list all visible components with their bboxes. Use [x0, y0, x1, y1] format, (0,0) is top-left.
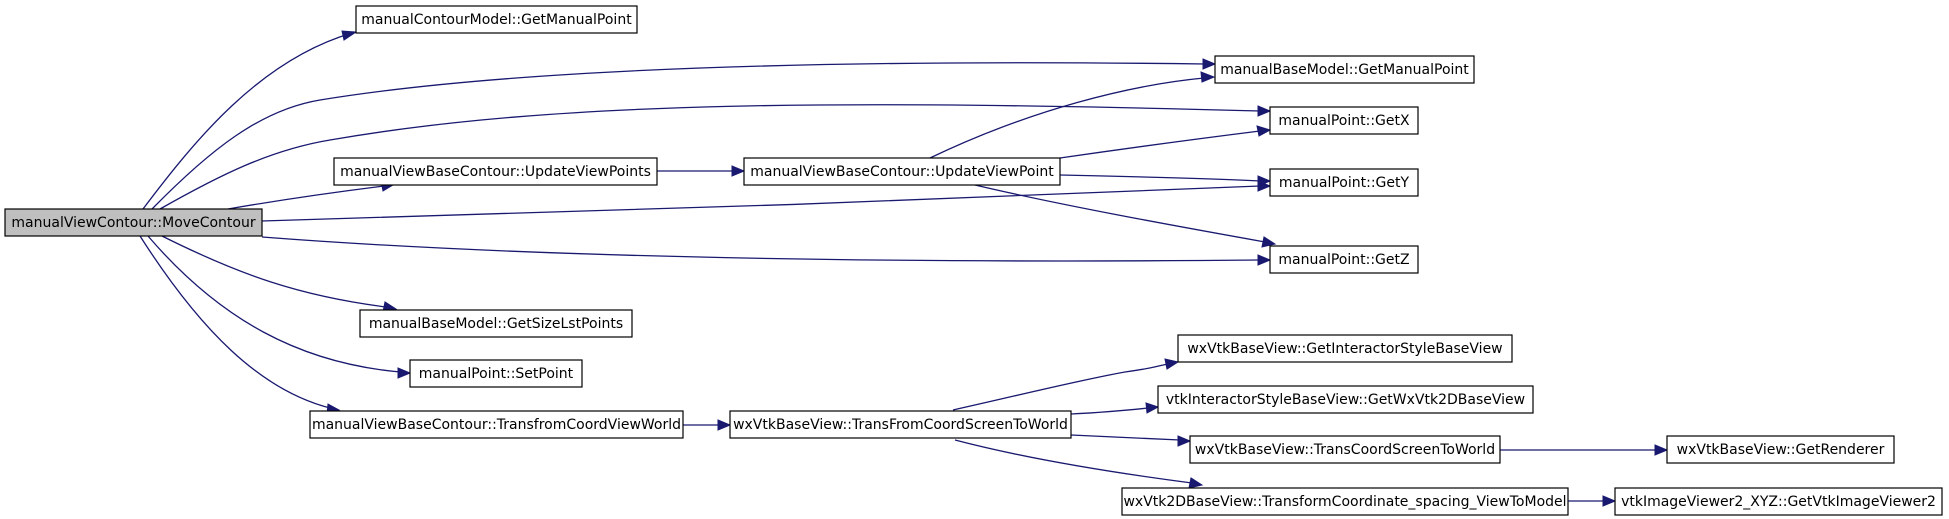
node-manualpoint-getx[interactable]: manualPoint::GetX [1269, 106, 1419, 135]
edge-movecontour-getsizelstpoints [161, 235, 387, 308]
node-label: wxVtkBaseView::GetInteractorStyleBaseVie… [1187, 341, 1502, 357]
node-label: manualPoint::SetPoint [419, 366, 574, 382]
edge-transfromcoordscreentoworld-transcoordscreentoworld [1070, 434, 1181, 441]
node-label: manualPoint::GetY [1279, 175, 1410, 191]
node-label: wxVtkBaseView::TransCoordScreenToWorld [1195, 442, 1495, 458]
node-vtkimageviewer2-xyz-getvtkimageviewer2[interactable]: vtkImageViewer2_XYZ::GetVtkImageViewer2 [1614, 487, 1943, 516]
edge-transfromcoordscreentoworld-getinteractorstylebaseview-arrowhead [1164, 358, 1180, 370]
edge-updateviewpoint-basegetmanualpoint-arrowhead [1200, 71, 1216, 83]
node-manualbasemodel-getsizelstpoints[interactable]: manualBaseModel::GetSizeLstPoints [359, 309, 633, 338]
edge-updateviewpoint-gety [1059, 174, 1261, 182]
node-wxvtk2dbaseview-transformcoordinate-spacing-viewtomodel[interactable]: wxVtk2DBaseView::TransformCoordinate_spa… [1121, 487, 1569, 516]
edge-movecontour-getx [159, 104, 1261, 210]
node-manualpoint-setpoint[interactable]: manualPoint::SetPoint [409, 359, 583, 388]
node-manualpoint-getz[interactable]: manualPoint::GetZ [1269, 245, 1419, 274]
node-label: wxVtkBaseView::TransFromCoordScreenToWor… [733, 417, 1068, 433]
edge-transfromcoordscreentoworld-transformcoordinatespacing-arrowhead [1188, 477, 1204, 489]
edge-transformcoordinatespacing-getvtkimageviewer2-arrowhead [1602, 495, 1617, 507]
edge-transfromcoordscreentoworld-getinteractorstylebaseview [952, 363, 1169, 411]
edge-updateviewpoint-basegetmanualpoint [929, 77, 1205, 159]
edge-updateviewpoints-updateviewpoint-arrowhead [731, 165, 746, 177]
node-wxvtkbaseview-getinteractorstylebaseview[interactable]: wxVtkBaseView::GetInteractorStyleBaseVie… [1177, 334, 1513, 363]
edge-movecontour-setpoint [147, 235, 401, 373]
edge-movecontour-getx-arrowhead [1257, 105, 1272, 117]
node-wxvtkbaseview-transcoordscreentoworld[interactable]: wxVtkBaseView::TransCoordScreenToWorld [1189, 435, 1501, 464]
edge-updateviewpoint-getz-arrowhead [1261, 236, 1277, 248]
node-label: wxVtkBaseView::GetRenderer [1677, 442, 1885, 458]
edge-movecontour-getz [261, 236, 1261, 262]
node-label: manualViewBaseContour::TransfromCoordVie… [312, 417, 681, 433]
node-manualviewbasecontour-updateviewpoint[interactable]: manualViewBaseContour::UpdateViewPoint [743, 157, 1061, 186]
edge-transfromcoordviewworld-transfromcoordscreentoworld-arrowhead [717, 419, 732, 431]
node-label: manualPoint::GetX [1278, 113, 1410, 129]
node-label: manualViewContour::MoveContour [11, 215, 255, 231]
node-manualviewbasecontour-updateviewpoints[interactable]: manualViewBaseContour::UpdateViewPoints [333, 157, 658, 186]
node-manualpoint-gety[interactable]: manualPoint::GetY [1269, 168, 1419, 197]
node-manualcontourmodel-getmanualpoint[interactable]: manualContourModel::GetManualPoint [355, 5, 638, 34]
node-label: manualContourModel::GetManualPoint [361, 12, 632, 28]
node-manualviewcontour-movecontour[interactable]: manualViewContour::MoveContour [4, 208, 263, 237]
edge-movecontour-contourgetmanualpoint [142, 32, 353, 210]
edge-transcoordscreentoworld-getrenderer-arrowhead [1654, 444, 1669, 456]
edge-movecontour-basegetmanualpoint-arrowhead [1202, 58, 1217, 70]
edge-updateviewpoint-getz [974, 184, 1266, 243]
node-label: vtkImageViewer2_XYZ::GetVtkImageViewer2 [1621, 494, 1936, 510]
edge-movecontour-basegetmanualpoint [151, 62, 1206, 210]
edge-updateviewpoint-getx [1059, 130, 1261, 159]
node-label: manualViewBaseContour::UpdateViewPoint [750, 164, 1054, 180]
node-label: wxVtk2DBaseView::TransformCoordinate_spa… [1123, 494, 1566, 510]
node-label: manualBaseModel::GetManualPoint [1220, 62, 1469, 78]
node-label: manualViewBaseContour::UpdateViewPoints [340, 164, 651, 180]
edge-transfromcoordscreentoworld-transformcoordinatespacing [954, 439, 1193, 484]
edge-updateviewpoint-gety-arrowhead [1257, 175, 1272, 187]
edge-transfromcoordscreentoworld-getwxvtk2dbaseview [1070, 407, 1149, 415]
node-manualviewbasecontour-transfromcoordviewworld[interactable]: manualViewBaseContour::TransfromCoordVie… [309, 410, 684, 439]
node-label: manualBaseModel::GetSizeLstPoints [369, 316, 623, 332]
edge-updateviewpoint-getx-arrowhead [1256, 125, 1272, 137]
node-wxvtkbaseview-getrenderer[interactable]: wxVtkBaseView::GetRenderer [1666, 435, 1895, 464]
node-manualbasemodel-getmanualpoint[interactable]: manualBaseModel::GetManualPoint [1214, 55, 1475, 84]
edge-movecontour-gety [261, 185, 1261, 222]
edge-movecontour-updateviewpoints [227, 185, 385, 210]
edge-movecontour-contourgetmanualpoint-arrowhead [341, 30, 358, 41]
node-wxvtkbaseview-transfromcoordscreentoworld[interactable]: wxVtkBaseView::TransFromCoordScreenToWor… [729, 410, 1072, 439]
edge-movecontour-transfromcoordviewworld [139, 235, 331, 409]
edge-transfromcoordscreentoworld-transcoordscreentoworld-arrowhead [1177, 435, 1192, 447]
node-vtkinteractorstylebaseview-getwxvtk2dbaseview[interactable]: vtkInteractorStyleBaseView::GetWxVtk2DBa… [1157, 385, 1534, 414]
edge-transfromcoordscreentoworld-getwxvtk2dbaseview-arrowhead [1145, 402, 1160, 414]
node-label: vtkInteractorStyleBaseView::GetWxVtk2DBa… [1166, 392, 1525, 408]
node-label: manualPoint::GetZ [1278, 252, 1409, 268]
edge-movecontour-setpoint-arrowhead [397, 367, 412, 379]
edge-movecontour-getz-arrowhead [1257, 254, 1272, 266]
